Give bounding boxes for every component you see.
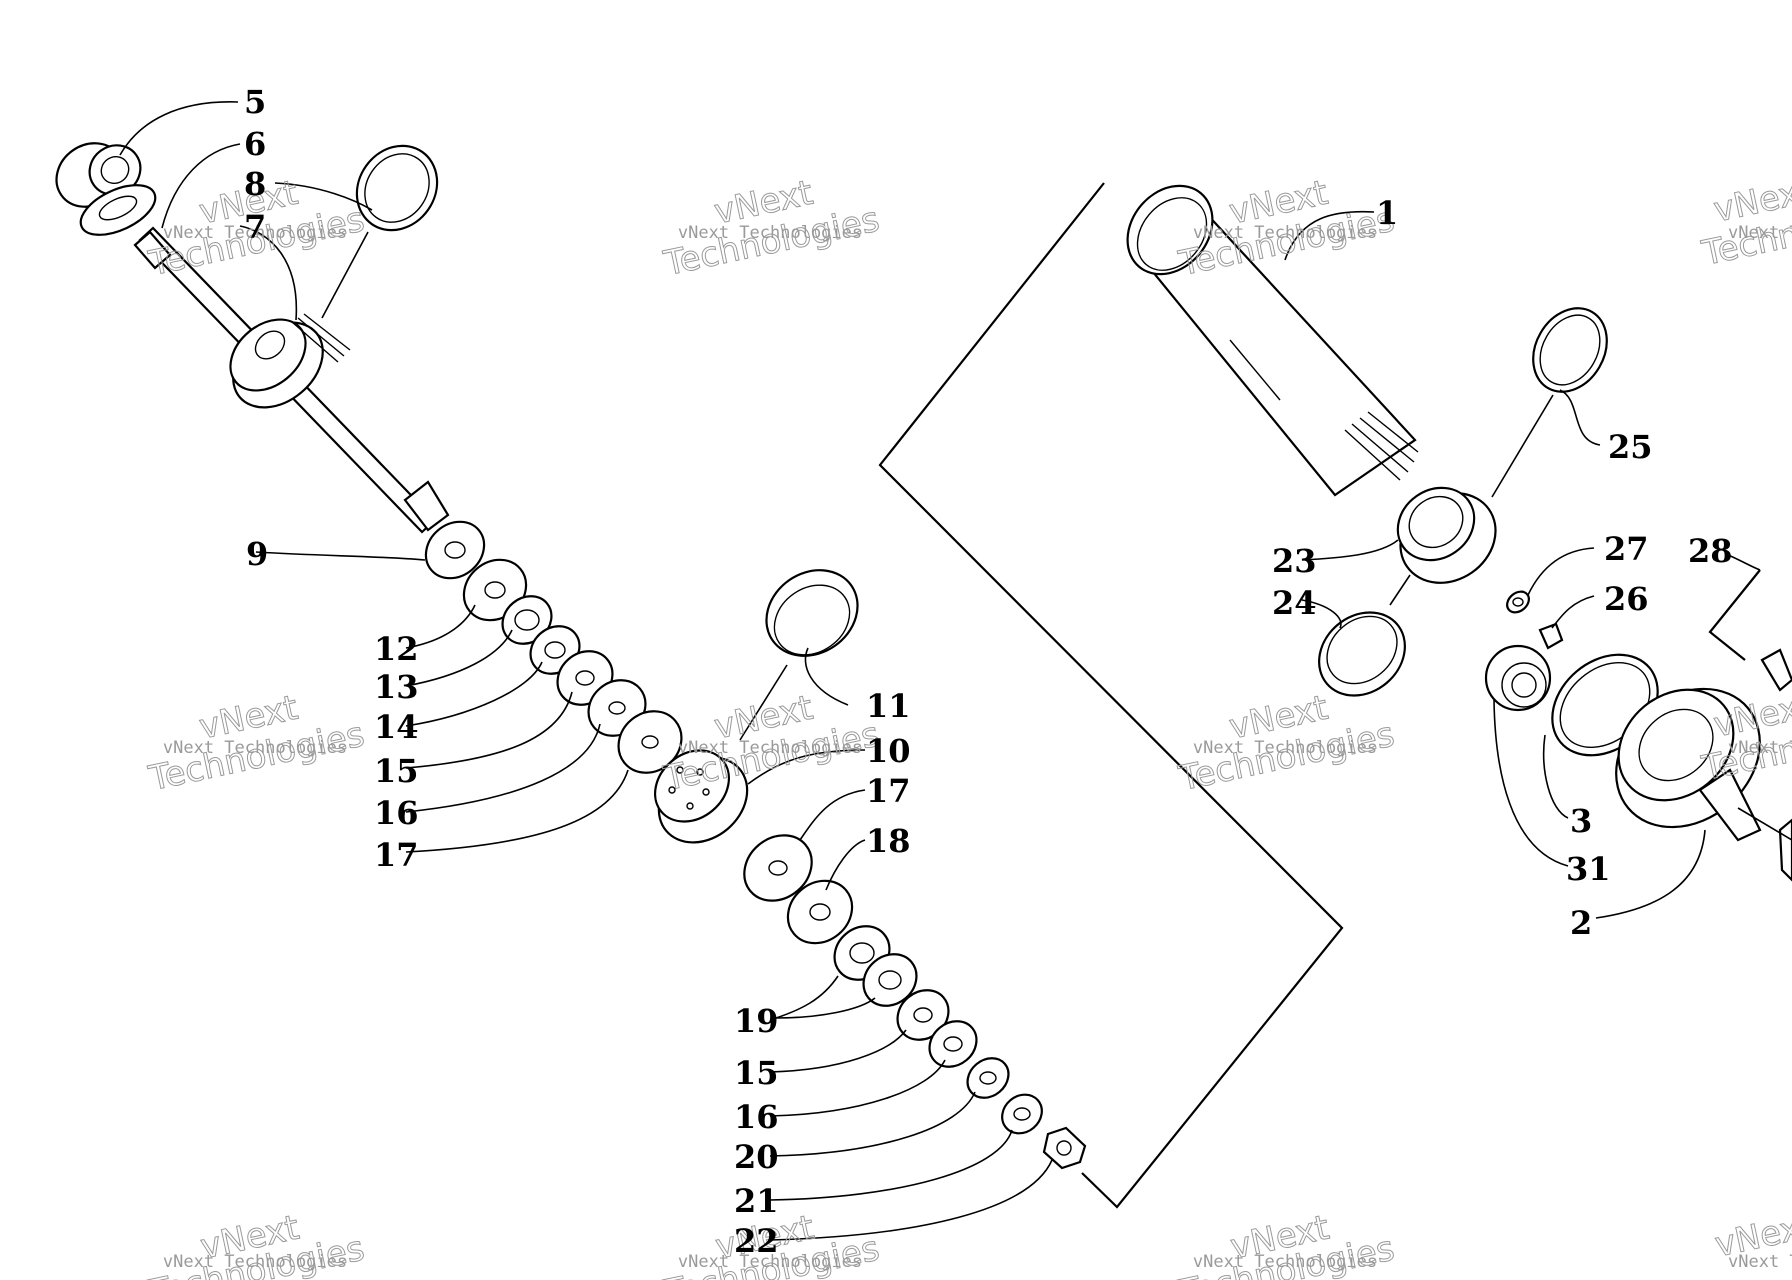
upper-washer-stack [424,520,683,774]
callout-8: 8 [244,165,266,203]
watermark: vNext Technologies vNext Technologies [1698,170,1792,274]
svg-text:vNext Technologies: vNext Technologies [163,738,347,758]
callout-5: 5 [244,83,266,121]
svg-text:vNext Technologies: vNext Technologies [1728,223,1792,243]
shaft-assembly [55,142,450,534]
callout-26: 26 [1604,580,1649,618]
shock-body [1126,184,1419,497]
svg-text:vNext Technologies: vNext Technologies [678,738,862,758]
watermark: vNext Technologies vNext Technologies [144,1207,368,1280]
callout-17: 17 [374,836,419,874]
callout-15: 15 [734,1054,779,1092]
callout-14: 14 [374,708,419,746]
callout-19: 19 [734,1002,779,1040]
svg-text:vNext Technologies: vNext Technologies [1728,1252,1792,1272]
callout-20: 20 [734,1138,779,1176]
leader-lines [119,101,1761,1241]
callout-16: 16 [374,794,419,832]
callout-28: 28 [1688,532,1733,570]
svg-text:vNext Technologies: vNext Technologies [1728,738,1792,758]
watermark: vNext Technologies vNext Technologies [659,172,883,284]
watermark: vNext Technologies vNext Technologies [659,687,883,799]
callout-10: 10 [866,732,911,770]
callout-6: 6 [244,125,266,163]
watermark: vNext Technologies vNext Technologies [1174,172,1398,284]
callout-21: 21 [734,1182,779,1220]
callout-18: 18 [866,822,911,860]
piston-assembly [653,569,859,844]
callout-17: 17 [866,772,911,810]
svg-text:vNext Technologies: vNext Technologies [678,1252,862,1272]
watermark: vNext Technologies vNext Technologies [1174,1207,1398,1280]
reservoir-parts [1318,307,1792,882]
callout-13: 13 [374,668,419,706]
callout-11: 11 [866,687,911,725]
svg-text:vNext Technologies: vNext Technologies [678,223,862,243]
callout-labels: 5 6 8 7 9 12 13 14 15 16 17 11 10 17 18 … [244,83,1733,1260]
callout-23: 23 [1272,542,1317,580]
lower-washer-stack [743,834,1087,1170]
assembly-bracket [878,182,1344,1209]
callout-16: 16 [734,1098,779,1136]
watermark: vNext vNext Technologies [1711,1205,1792,1272]
callout-25: 25 [1608,428,1653,466]
svg-text:vNext Technologies: vNext Technologies [163,223,347,243]
callout-9: 9 [246,535,268,573]
svg-text:vNext Technologies: vNext Technologies [163,1252,347,1272]
svg-text:vNext Technologies: vNext Technologies [1193,223,1377,243]
assembly-bracket-right [1708,569,1761,661]
svg-text:vNext Technologies: vNext Technologies [1193,738,1377,758]
callout-1: 1 [1376,194,1398,232]
callout-7: 7 [244,208,266,246]
callout-15: 15 [374,752,419,790]
callout-24: 24 [1272,584,1317,622]
callout-3: 3 [1570,802,1592,840]
callout-12: 12 [374,630,419,668]
watermark: vNext Technologies vNext Technologies [144,687,368,799]
callout-2: 2 [1570,904,1592,942]
callout-31: 31 [1566,850,1611,888]
svg-text:vNext Technologies: vNext Technologies [1193,1252,1377,1272]
callout-22: 22 [734,1222,779,1260]
callout-27: 27 [1604,530,1649,568]
